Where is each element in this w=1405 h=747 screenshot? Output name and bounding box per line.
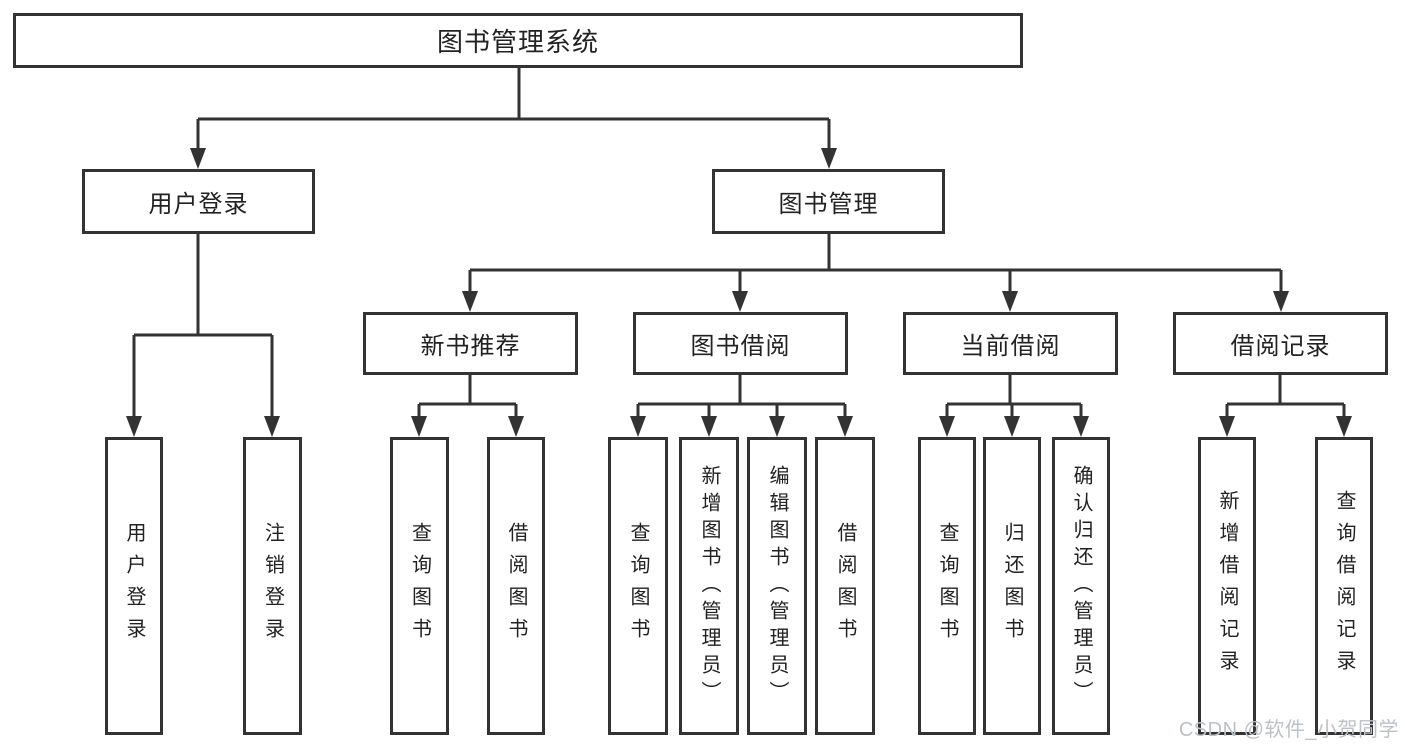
leaf-current-query-book: 查询图书: [918, 437, 976, 735]
leaf-records-add-record: 新增借阅记录: [1198, 437, 1256, 735]
leaf-user-login-label: 用户登录: [123, 522, 145, 650]
node-user-login-label: 用户登录: [148, 191, 249, 218]
node-book-management: 图书管理: [712, 169, 945, 234]
leaf-borrow-edit-book-label: 编辑图书（管理员）: [766, 464, 788, 708]
leaf-borrow-query-book-label: 查询图书: [627, 522, 649, 650]
node-borrow-records: 借阅记录: [1173, 312, 1388, 375]
root-node-label: 图书管理系统: [436, 27, 599, 57]
leaf-records-add-record-label: 新增借阅记录: [1216, 490, 1238, 682]
node-book-borrow-label: 图书借阅: [690, 333, 791, 360]
leaf-recommend-query-book: 查询图书: [390, 437, 449, 735]
leaf-current-confirm-return: 确认归还（管理员）: [1052, 437, 1110, 735]
leaf-current-query-book-label: 查询图书: [936, 522, 958, 650]
node-current-borrow-label: 当前借阅: [960, 333, 1061, 360]
leaf-borrow-borrow-book-label: 借阅图书: [834, 522, 856, 650]
node-new-book-recommend: 新书推荐: [363, 312, 578, 375]
leaf-borrow-add-book: 新增图书（管理员）: [679, 437, 739, 735]
node-current-borrow: 当前借阅: [903, 312, 1118, 375]
leaf-current-return-book-label: 归还图书: [1001, 522, 1023, 650]
leaf-user-login: 用户登录: [105, 437, 163, 735]
leaf-borrow-borrow-book: 借阅图书: [815, 437, 875, 735]
leaf-logout-label: 注销登录: [261, 522, 284, 650]
leaf-recommend-query-book-label: 查询图书: [408, 522, 431, 650]
leaf-borrow-add-book-label: 新增图书（管理员）: [698, 464, 720, 708]
leaf-borrow-query-book: 查询图书: [608, 437, 668, 735]
leaf-recommend-borrow-book: 借阅图书: [487, 437, 545, 735]
leaf-current-return-book: 归还图书: [983, 437, 1041, 735]
leaf-current-confirm-return-label: 确认归还（管理员）: [1070, 464, 1092, 708]
node-new-book-recommend-label: 新书推荐: [420, 333, 521, 360]
node-book-management-label: 图书管理: [778, 191, 879, 218]
csdn-watermark: CSDN @软件_小贺同学: [1178, 719, 1399, 741]
leaf-logout: 注销登录: [243, 437, 302, 735]
leaf-recommend-borrow-book-label: 借阅图书: [505, 522, 527, 650]
leaf-records-query-record: 查询借阅记录: [1315, 437, 1373, 735]
node-borrow-records-label: 借阅记录: [1230, 333, 1331, 360]
node-user-login: 用户登录: [82, 169, 315, 234]
node-book-borrow: 图书借阅: [633, 312, 848, 375]
root-node: 图书管理系统: [13, 13, 1023, 68]
leaf-borrow-edit-book: 编辑图书（管理员）: [747, 437, 807, 735]
leaf-records-query-record-label: 查询借阅记录: [1333, 490, 1355, 682]
